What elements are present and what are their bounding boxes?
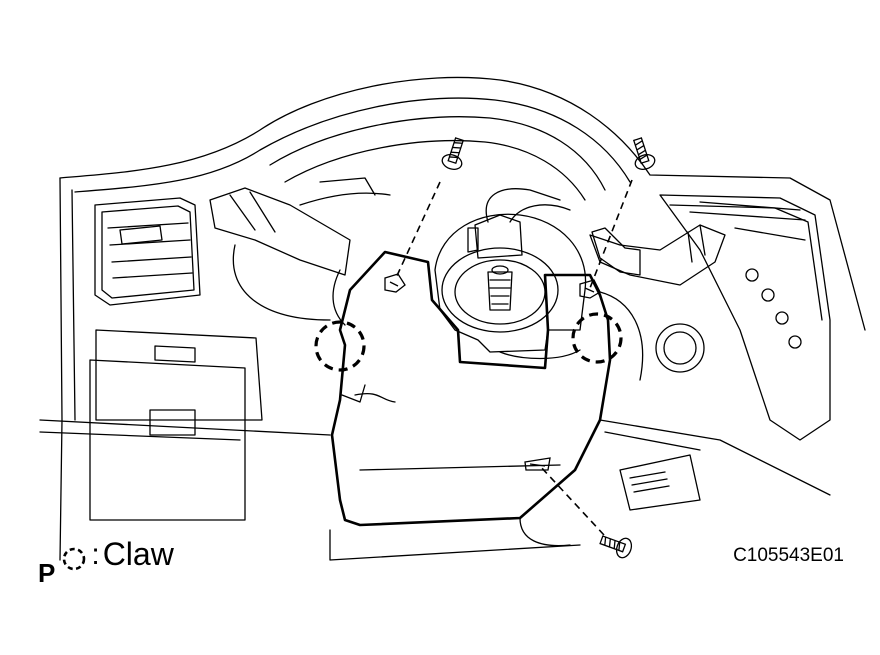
figure-id: C105543E01 (733, 545, 844, 566)
screw-hole-bottom (524, 457, 551, 471)
column-cover-outline (330, 250, 612, 527)
insertion-line-left (394, 181, 441, 281)
insertion-line-bottom (539, 465, 605, 536)
left-switch-lever (209, 177, 391, 326)
claw-marker-right (571, 312, 623, 364)
screw-icon-top-left (441, 137, 465, 170)
insertion-line-right (589, 179, 633, 289)
dashed-circle-icon (63, 547, 86, 571)
panel-hood-inner (74, 97, 631, 193)
legend-colon: : (91, 538, 100, 571)
right-air-vent (659, 194, 831, 441)
screw-icon-bottom (599, 535, 633, 559)
left-air-vent (94, 197, 201, 306)
right-switch-lever (589, 224, 726, 381)
claw-marker-left (314, 320, 366, 372)
screw-hole-right (579, 279, 601, 299)
spiral-cable (434, 188, 587, 353)
right-knob (655, 323, 705, 373)
legend-letter: P (38, 558, 56, 588)
panel-hood-outer (59, 76, 866, 331)
screw-icon (441, 137, 656, 559)
legend: P : Claw (38, 530, 174, 586)
screw-hole-left (384, 273, 406, 293)
screw-icon-top-right (632, 137, 656, 170)
legend-label: Claw (102, 536, 174, 572)
